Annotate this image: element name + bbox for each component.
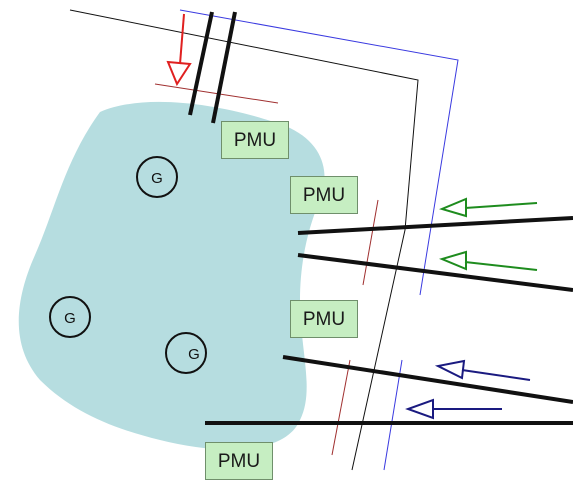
tie-line-right-3 bbox=[282, 355, 573, 404]
pmu-box-right-lower: PMU bbox=[290, 300, 358, 338]
generator-3: G bbox=[165, 332, 207, 374]
boundary-cut-line-blue bbox=[179, 9, 459, 296]
power-flow-arrow-red bbox=[166, 13, 192, 87]
red-cut-top bbox=[154, 83, 279, 104]
power-flow-arrow-green-2 bbox=[439, 250, 538, 271]
power-flow-arrow-green-1 bbox=[439, 197, 538, 218]
tie-line-top-b bbox=[211, 11, 237, 124]
pmu-box-top: PMU bbox=[221, 121, 289, 159]
generator-1-label: G bbox=[151, 170, 163, 187]
generator-3-label: G bbox=[188, 346, 200, 363]
boundary-cut-line-black bbox=[69, 9, 419, 471]
tie-line-top-a bbox=[188, 11, 214, 116]
generator-1: G bbox=[136, 156, 178, 198]
tie-line-right-1 bbox=[297, 216, 573, 235]
boundary-cut-line-blue-lower bbox=[383, 359, 403, 471]
generator-2: G bbox=[49, 296, 91, 338]
red-cut-lower bbox=[331, 359, 351, 456]
red-cut-middle bbox=[362, 199, 379, 286]
generator-2-label: G bbox=[64, 310, 76, 327]
power-flow-arrow-blue-2 bbox=[405, 398, 502, 420]
pmu-box-right-upper: PMU bbox=[290, 176, 358, 214]
power-flow-arrow-blue-1 bbox=[434, 359, 531, 381]
control-area-region bbox=[18, 101, 325, 450]
pmu-box-bottom: PMU bbox=[205, 442, 273, 480]
tie-line-right-2 bbox=[297, 253, 573, 292]
